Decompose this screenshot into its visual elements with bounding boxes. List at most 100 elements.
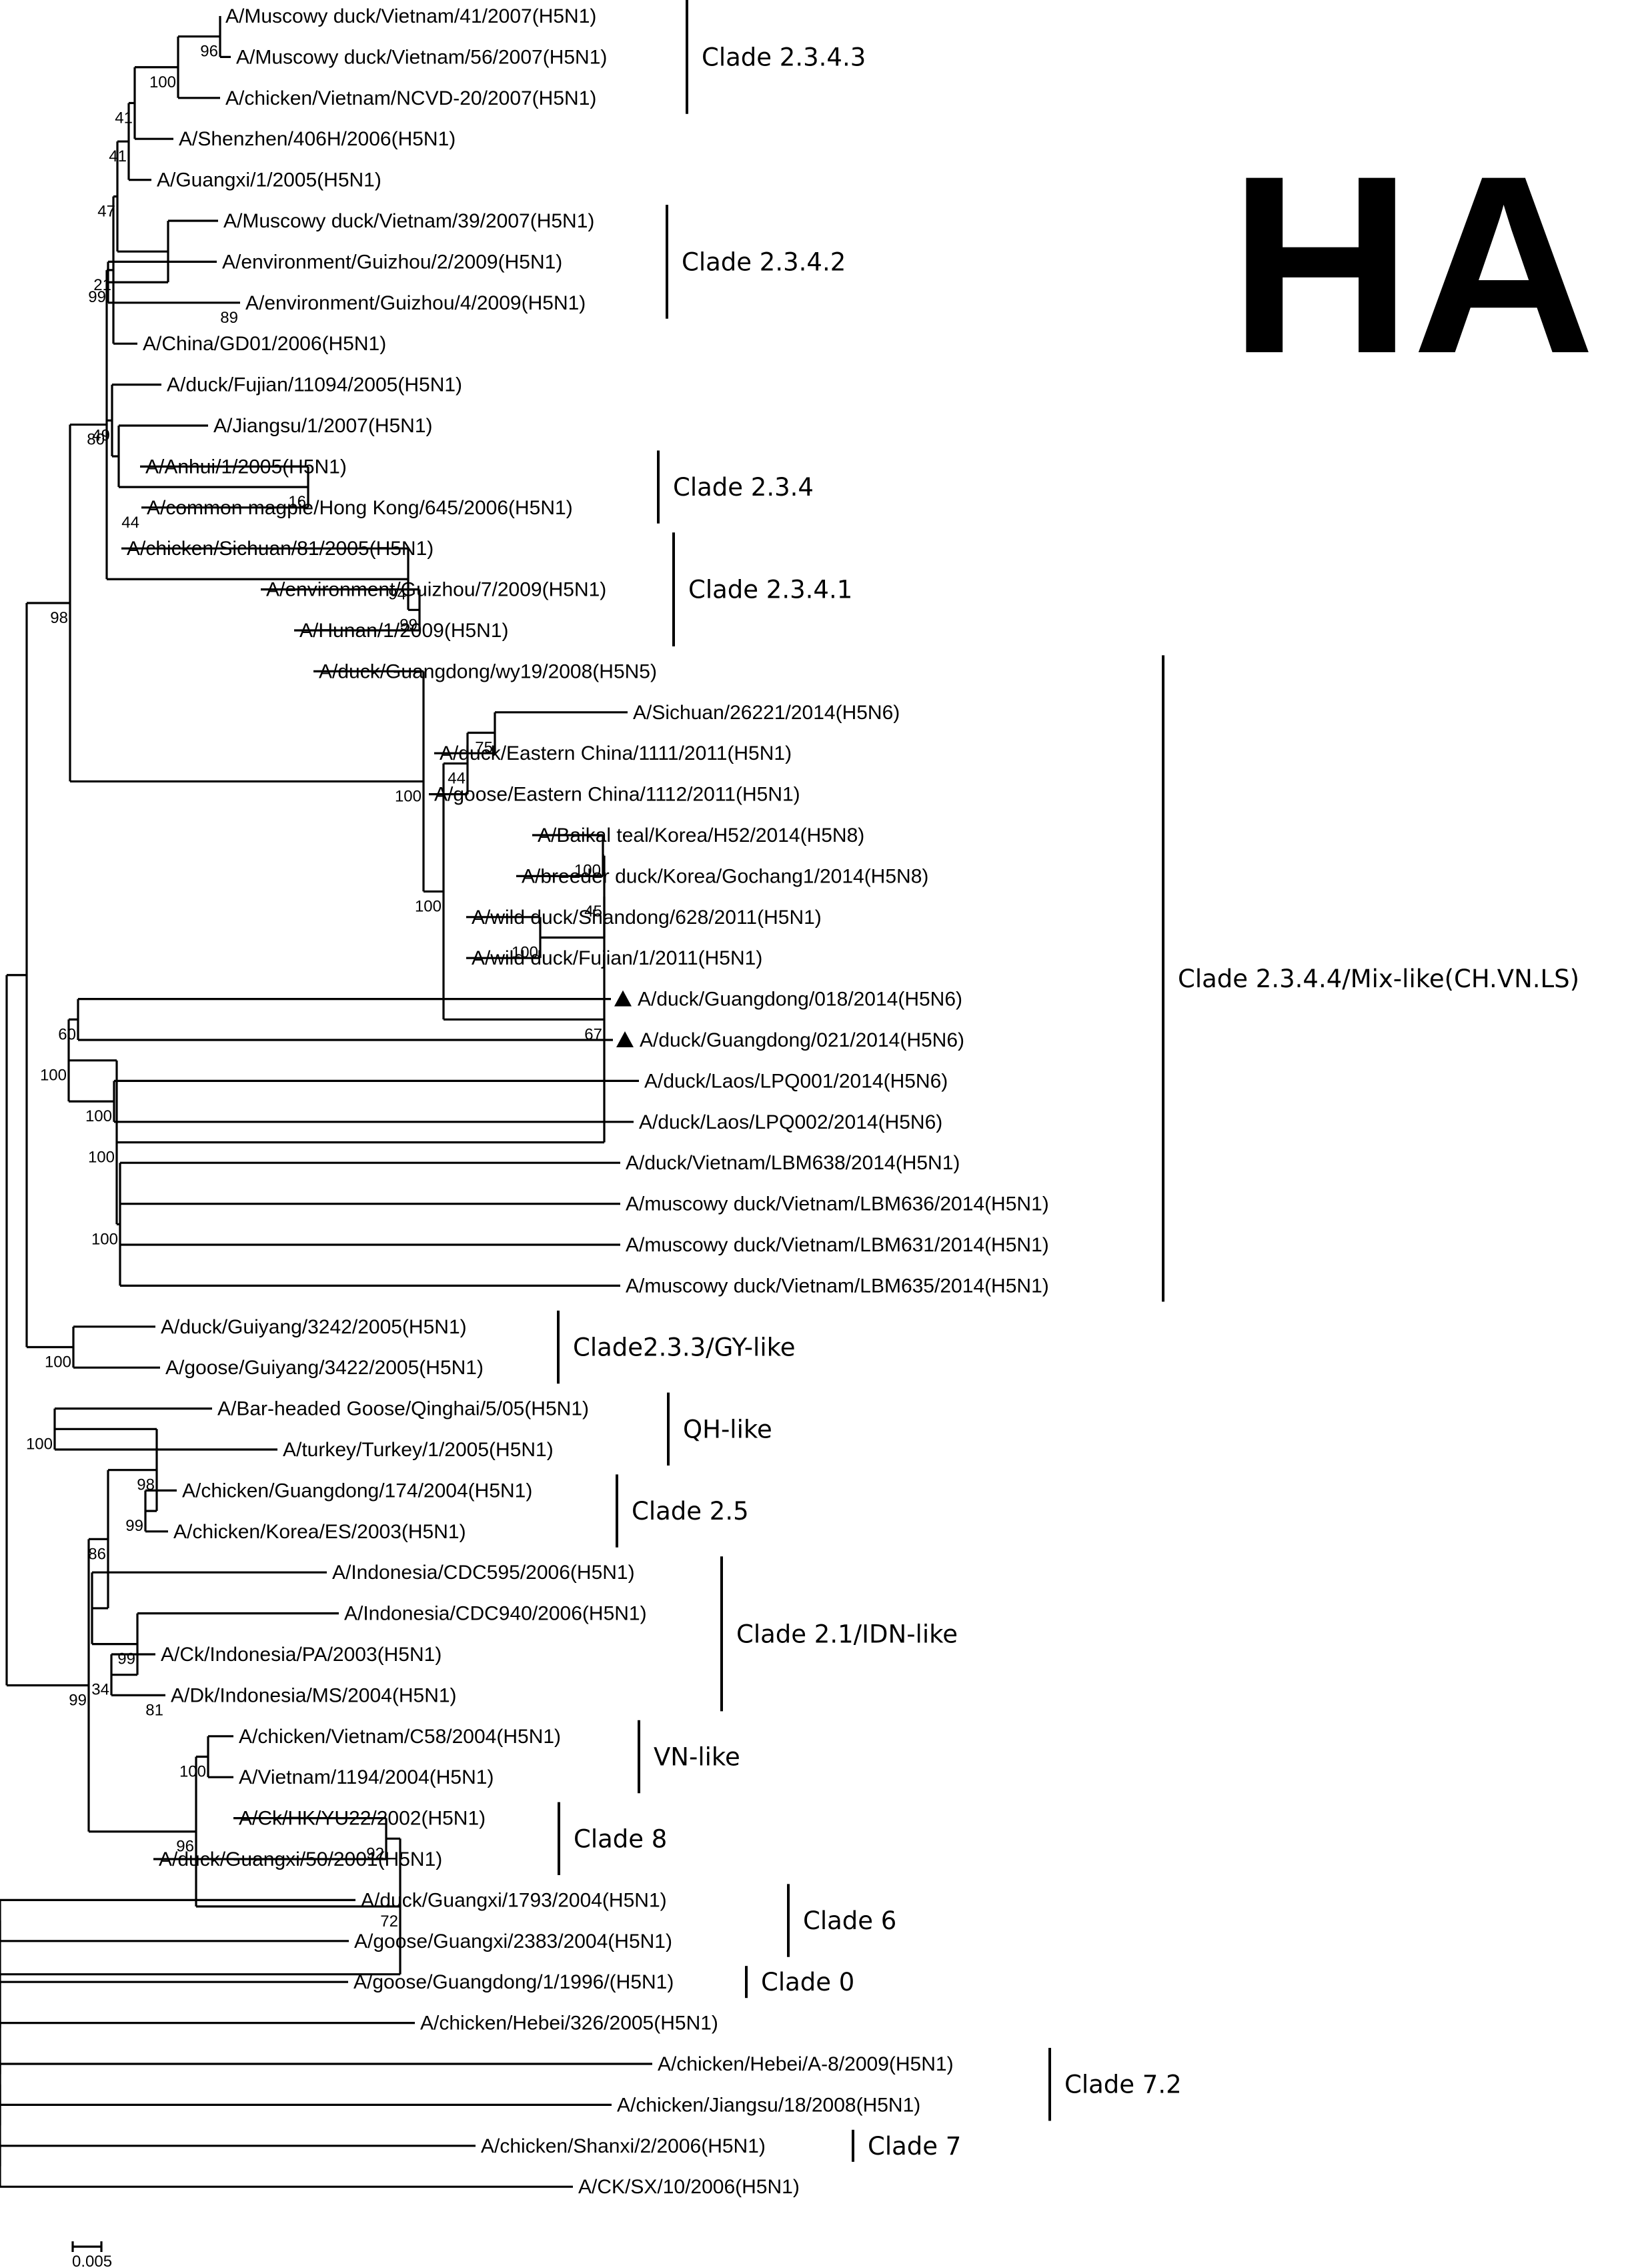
bootstrap-value: 81 — [145, 1701, 163, 1719]
bootstrap-value: 100 — [415, 897, 442, 915]
clade-label: Clade 0 — [761, 1968, 854, 1997]
tree-labels: 98 80 21 47 41 41 100 96 A/Muscowy duck/Vietnam/… — [26, 5, 1049, 2198]
bootstrap-value: 100 — [149, 73, 176, 91]
bootstrap-value: 44 — [121, 514, 139, 532]
bootstrap-value: 86 — [88, 1545, 106, 1563]
bootstrap-value: 47 — [97, 203, 115, 221]
bootstrap-value: 100 — [91, 1230, 118, 1248]
bootstrap-value: 45 — [584, 903, 602, 921]
taxon-label: A/duck/Laos/LPQ002/2014(H5N6) — [639, 1111, 942, 1133]
bootstrap-value: 100 — [395, 787, 422, 805]
clade-label: Clade 8 — [574, 1824, 667, 1853]
bootstrap-value: 21 — [93, 276, 111, 294]
taxon-label: A/Ck/HK/YU22/2002(H5N1) — [239, 1808, 486, 1830]
bootstrap-value: 49 — [92, 426, 110, 444]
clade-label: Clade 2.3.4.4/Mix-like(CH.VN.LS) — [1178, 965, 1579, 993]
bootstrap-value: 100 — [574, 862, 601, 880]
bootstrap-value: 41 — [115, 109, 133, 127]
scale-bar: 0.005 — [71, 2241, 112, 2268]
bootstrap-value: 44 — [448, 770, 466, 788]
taxon-label: A/chicken/Vietnam/NCVD-20/2007(H5N1) — [225, 87, 596, 109]
taxon-label: A/environment/Guizhou/7/2009(H5N1) — [266, 579, 606, 601]
tree-branches — [0, 16, 652, 2188]
taxon-label: A/wild duck/Shandong/628/2011(H5N1) — [472, 907, 822, 929]
clade-label: Clade 2.3.4 — [673, 473, 814, 502]
taxon-label: A/environment/Guizhou/4/2009(H5N1) — [245, 292, 586, 314]
taxon-label: A/goose/Guangdong/1/1996/(H5N1) — [353, 1971, 674, 1993]
taxon-label: A/chicken/Korea/ES/2003(H5N1) — [173, 1521, 466, 1543]
taxon-label: A/Shenzhen/406H/2006(H5N1) — [179, 128, 456, 150]
clade-label: Clade 2.3.4.3 — [702, 43, 866, 71]
taxon-label: A/duck/Guangdong/018/2014(H5N6) — [638, 989, 962, 1011]
bootstrap-value: 94 — [388, 585, 406, 603]
taxon-label: A/duck/Fujian/11094/2005(H5N1) — [167, 374, 462, 396]
bootstrap-value: 99 — [117, 1650, 135, 1668]
bootstrap-value: 60 — [58, 1025, 76, 1043]
bootstrap-value: 92 — [366, 1844, 384, 1862]
bootstrap-value: 96 — [200, 43, 218, 61]
taxon-label: A/duck/Vietnam/LBM638/2014(H5N1) — [626, 1152, 960, 1174]
clade-label: VN-like — [654, 1743, 740, 1772]
taxon-label: A/common magpie/Hong Kong/645/2006(H5N1) — [147, 497, 573, 519]
bootstrap-value: 80 — [87, 431, 105, 449]
triangle-marker-icon — [616, 1031, 634, 1047]
bootstrap-value: 99 — [399, 616, 418, 634]
bootstrap-value: 100 — [45, 1353, 71, 1371]
taxon-label: A/Dk/Indonesia/MS/2004(H5N1) — [171, 1684, 457, 1706]
clade-label: Clade 2.1/IDN-like — [736, 1620, 958, 1648]
taxon-label: A/chicken/Sichuan/81/2005(H5N1) — [127, 538, 434, 560]
taxon-label: A/duck/Guangdong/wy19/2008(H5N5) — [319, 660, 657, 682]
taxon-label: A/chicken/Jiangsu/18/2008(H5N1) — [617, 2094, 920, 2116]
clade-label: Clade 7.2 — [1064, 2071, 1182, 2099]
taxon-label: A/goose/Guangxi/2383/2004(H5N1) — [354, 1930, 672, 1952]
bootstrap-value: 16 — [288, 493, 306, 511]
bootstrap-value: 100 — [512, 944, 538, 962]
taxon-label: A/duck/Laos/LPQ001/2014(H5N6) — [644, 1070, 948, 1092]
taxon-label: A/Ck/Indonesia/PA/2003(H5N1) — [161, 1644, 442, 1666]
taxon-label: A/Vietnam/1194/2004(H5N1) — [239, 1766, 494, 1788]
triangle-marker-icon — [614, 990, 632, 1007]
bootstrap-value: 98 — [137, 1476, 155, 1494]
clade-label: Clade 6 — [803, 1906, 896, 1935]
taxon-label: A/Jiangsu/1/2007(H5N1) — [213, 415, 433, 437]
clade-label: Clade2.3.3/GY-like — [573, 1333, 795, 1362]
taxon-label: A/Sichuan/26221/2014(H5N6) — [633, 702, 900, 724]
taxon-label: A/duck/Guiyang/3242/2005(H5N1) — [161, 1316, 467, 1338]
taxon-label: A/chicken/Vietnam/C58/2004(H5N1) — [239, 1726, 561, 1748]
bootstrap-value: 96 — [176, 1838, 194, 1856]
taxon-label: A/Anhui/1/2005(H5N1) — [145, 456, 347, 478]
bootstrap-value: 98 — [50, 609, 68, 627]
bootstrap-value: 100 — [179, 1763, 206, 1781]
taxon-label: A/Baikal teal/Korea/H52/2014(H5N8) — [538, 824, 864, 846]
taxon-label: A/muscowy duck/Vietnam/LBM636/2014(H5N1) — [626, 1193, 1049, 1215]
taxon-label: A/CK/SX/10/2006(H5N1) — [578, 2176, 800, 2198]
bootstrap-value: 67 — [584, 1025, 602, 1043]
taxon-label: A/goose/Guiyang/3422/2005(H5N1) — [165, 1357, 484, 1379]
taxon-label: A/muscowy duck/Vietnam/LBM631/2014(H5N1) — [626, 1234, 1049, 1256]
taxon-label: A/goose/Eastern China/1112/2011(H5N1) — [434, 784, 800, 806]
taxon-label: A/Bar-headed Goose/Qinghai/5/05(H5N1) — [217, 1398, 589, 1420]
taxon-label: A/environment/Guizhou/2/2009(H5N1) — [222, 251, 562, 273]
taxon-label: A/chicken/Hebei/A-8/2009(H5N1) — [658, 2053, 954, 2075]
taxon-label: A/breeder duck/Korea/Gochang1/2014(H5N8) — [522, 865, 928, 887]
bootstrap-value: 99 — [69, 1692, 87, 1710]
clade-label: Clade 2.5 — [632, 1497, 749, 1526]
figure-title: HA — [1229, 123, 1595, 406]
taxon-label: A/duck/Guangxi/50/2001(H5N1) — [159, 1848, 442, 1870]
bootstrap-value: 89 — [220, 309, 238, 327]
taxon-label: A/Muscowy duck/Vietnam/41/2007(H5N1) — [225, 5, 596, 27]
taxon-label: A/Indonesia/CDC595/2006(H5N1) — [332, 1562, 635, 1584]
bootstrap-value: 100 — [40, 1067, 67, 1085]
taxon-label: A/chicken/Guangdong/174/2004(H5N1) — [182, 1480, 532, 1502]
bootstrap-value: 41 — [109, 147, 127, 165]
taxon-label: A/muscowy duck/Vietnam/LBM635/2014(H5N1) — [626, 1275, 1049, 1297]
bootstrap-value: 99 — [125, 1517, 143, 1535]
clade-label: QH-like — [683, 1415, 772, 1444]
taxon-label: A/Indonesia/CDC940/2006(H5N1) — [344, 1603, 647, 1625]
bootstrap-value: 34 — [91, 1681, 109, 1699]
taxon-label: A/chicken/Shanxi/2/2006(H5N1) — [481, 2135, 766, 2157]
taxon-label: A/turkey/Turkey/1/2005(H5N1) — [283, 1439, 554, 1461]
taxon-label: A/Muscowy duck/Vietnam/56/2007(H5N1) — [236, 46, 607, 68]
bootstrap-value: 100 — [85, 1107, 112, 1125]
